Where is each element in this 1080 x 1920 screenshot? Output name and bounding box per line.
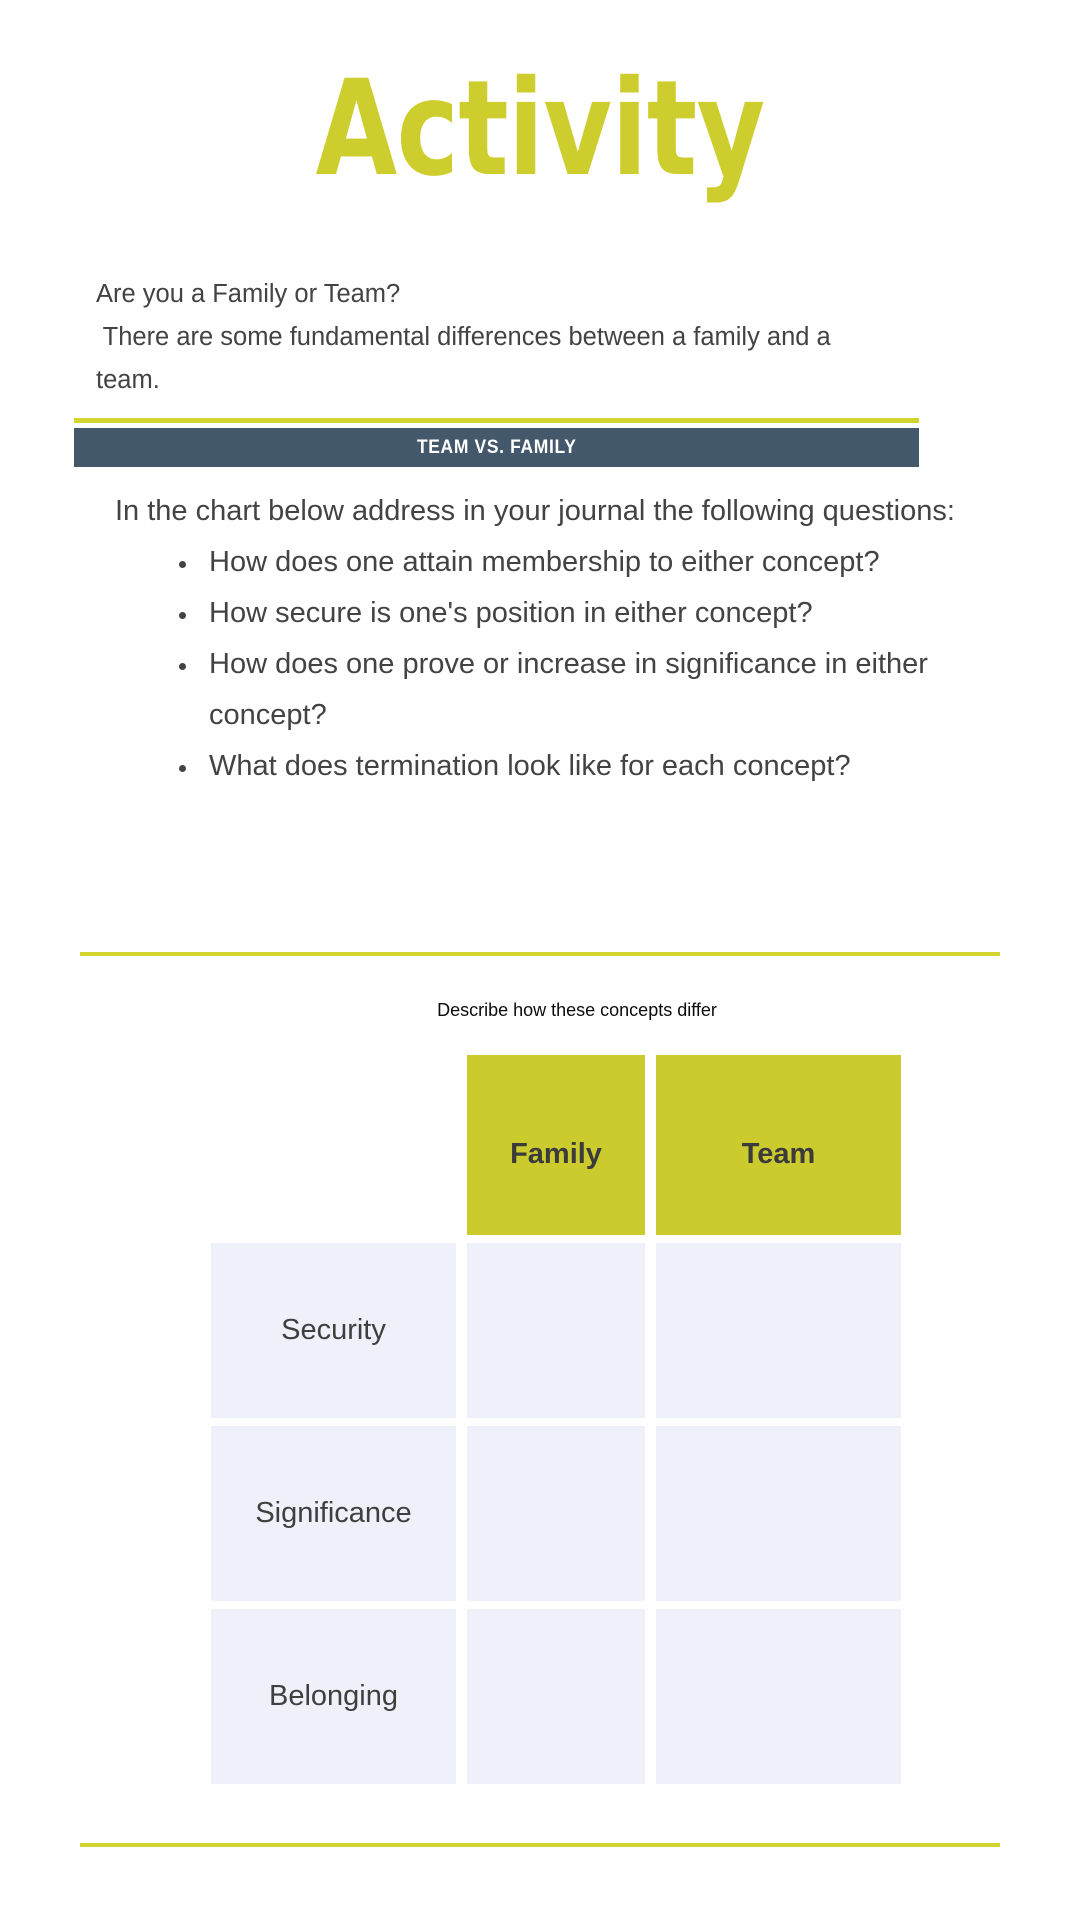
section-banner: TEAM VS. FAMILY: [74, 418, 919, 467]
banner-top-rule: [74, 418, 919, 423]
response-cell-belonging-team[interactable]: [656, 1609, 901, 1784]
table-corner-cell: [211, 1055, 456, 1235]
intro-paragraph: Are you a Family or Team? There are some…: [96, 273, 956, 402]
questions-list: How does one attain membership to either…: [115, 537, 995, 792]
chart-title-text: Describe how these concepts differ: [437, 1000, 717, 1020]
page-title: Activity: [315, 52, 766, 206]
list-item: How does one prove or increase in signif…: [177, 639, 1009, 741]
response-cell-belonging-family[interactable]: [467, 1609, 645, 1784]
column-header-family: Family: [467, 1055, 645, 1235]
intro-line-1: Are you a Family or Team?: [96, 280, 401, 308]
intro-line-2: There are some fundamental differences b…: [96, 323, 831, 351]
intro-line-3: team.: [96, 366, 160, 394]
column-header-team: Team: [656, 1055, 901, 1235]
chart-top-divider: [80, 952, 1000, 956]
row-label-security: Security: [211, 1243, 456, 1418]
row-label-belonging: Belonging: [211, 1609, 456, 1784]
chart-title: Describe how these concepts differ: [0, 1000, 1080, 1021]
questions-block: In the chart below address in your journ…: [115, 486, 995, 792]
questions-lead-text: In the chart below address in your journ…: [115, 495, 955, 527]
row-label-significance: Significance: [211, 1426, 456, 1601]
response-cell-significance-family[interactable]: [467, 1426, 645, 1601]
response-cell-security-team[interactable]: [656, 1243, 901, 1418]
response-cell-significance-team[interactable]: [656, 1426, 901, 1601]
concepts-comparison-table: Family Team Security Significance Belong…: [211, 1055, 901, 1784]
list-item: What does termination look like for each…: [177, 741, 1009, 792]
banner-spacer: [74, 423, 919, 428]
banner-label: TEAM VS. FAMILY: [416, 436, 577, 458]
response-cell-security-family[interactable]: [467, 1243, 645, 1418]
list-item: How does one attain membership to either…: [177, 537, 1009, 588]
banner-bar: TEAM VS. FAMILY: [74, 428, 919, 467]
page-bottom-divider: [80, 1843, 1000, 1847]
list-item: How secure is one's position in either c…: [177, 588, 1009, 639]
